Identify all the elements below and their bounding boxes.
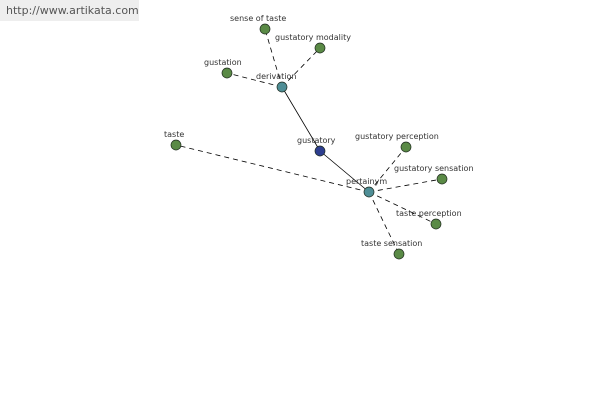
nodes-layer [170,23,448,260]
node-label-taste-perception: taste perception [396,209,462,218]
edge-pertainym-to-taste-sensation [368,191,400,255]
edge-pertainym-to-taste-perception [368,191,437,225]
node-label-derivation: derivation [256,72,296,81]
labels-layer: gustatory derivation pertainym sense of tas… [164,14,474,248]
node-label-gustatory-sensation: gustatory sensation [394,164,474,173]
node-label-sense-of-taste: sense of taste [230,14,286,23]
node-gustatory-sensation[interactable] [436,173,448,185]
node-label-gustation: gustation [204,58,242,67]
node-sense-of-taste[interactable] [259,23,271,35]
edge-pertainym-to-taste [175,144,370,193]
node-gustatory-perception[interactable] [400,141,412,153]
node-label-gustatory-modality: gustatory modality [275,33,351,42]
node-label-gustatory: gustatory [297,136,336,145]
edge-gustatory-to-pertainym [319,150,370,193]
node-label-taste-sensation: taste sensation [361,239,422,248]
site-watermark: http://www.artikata.com [0,0,139,21]
node-label-pertainym: pertainym [346,177,387,186]
node-gustation[interactable] [221,67,233,79]
node-taste[interactable] [170,139,182,151]
edge-pertainym-to-gustatory-sensation [368,178,443,193]
edges-layer [175,28,443,255]
node-label-taste: taste [164,130,184,139]
edge-derivation-to-gustatory [281,86,321,152]
node-taste-sensation[interactable] [393,248,405,260]
node-pertainym[interactable] [363,186,375,198]
edge-derivation-to-gustation [226,72,283,88]
edge-derivation-to-gustatory-modality [281,47,321,88]
edge-derivation-to-sense-of-taste [264,28,283,88]
node-label-gustatory-perception: gustatory perception [355,132,439,141]
node-gustatory[interactable] [314,145,326,157]
node-gustatory-modality[interactable] [314,42,326,54]
node-derivation[interactable] [276,81,288,93]
edge-pertainym-to-gustatory-perception [368,146,407,193]
node-taste-perception[interactable] [430,218,442,230]
